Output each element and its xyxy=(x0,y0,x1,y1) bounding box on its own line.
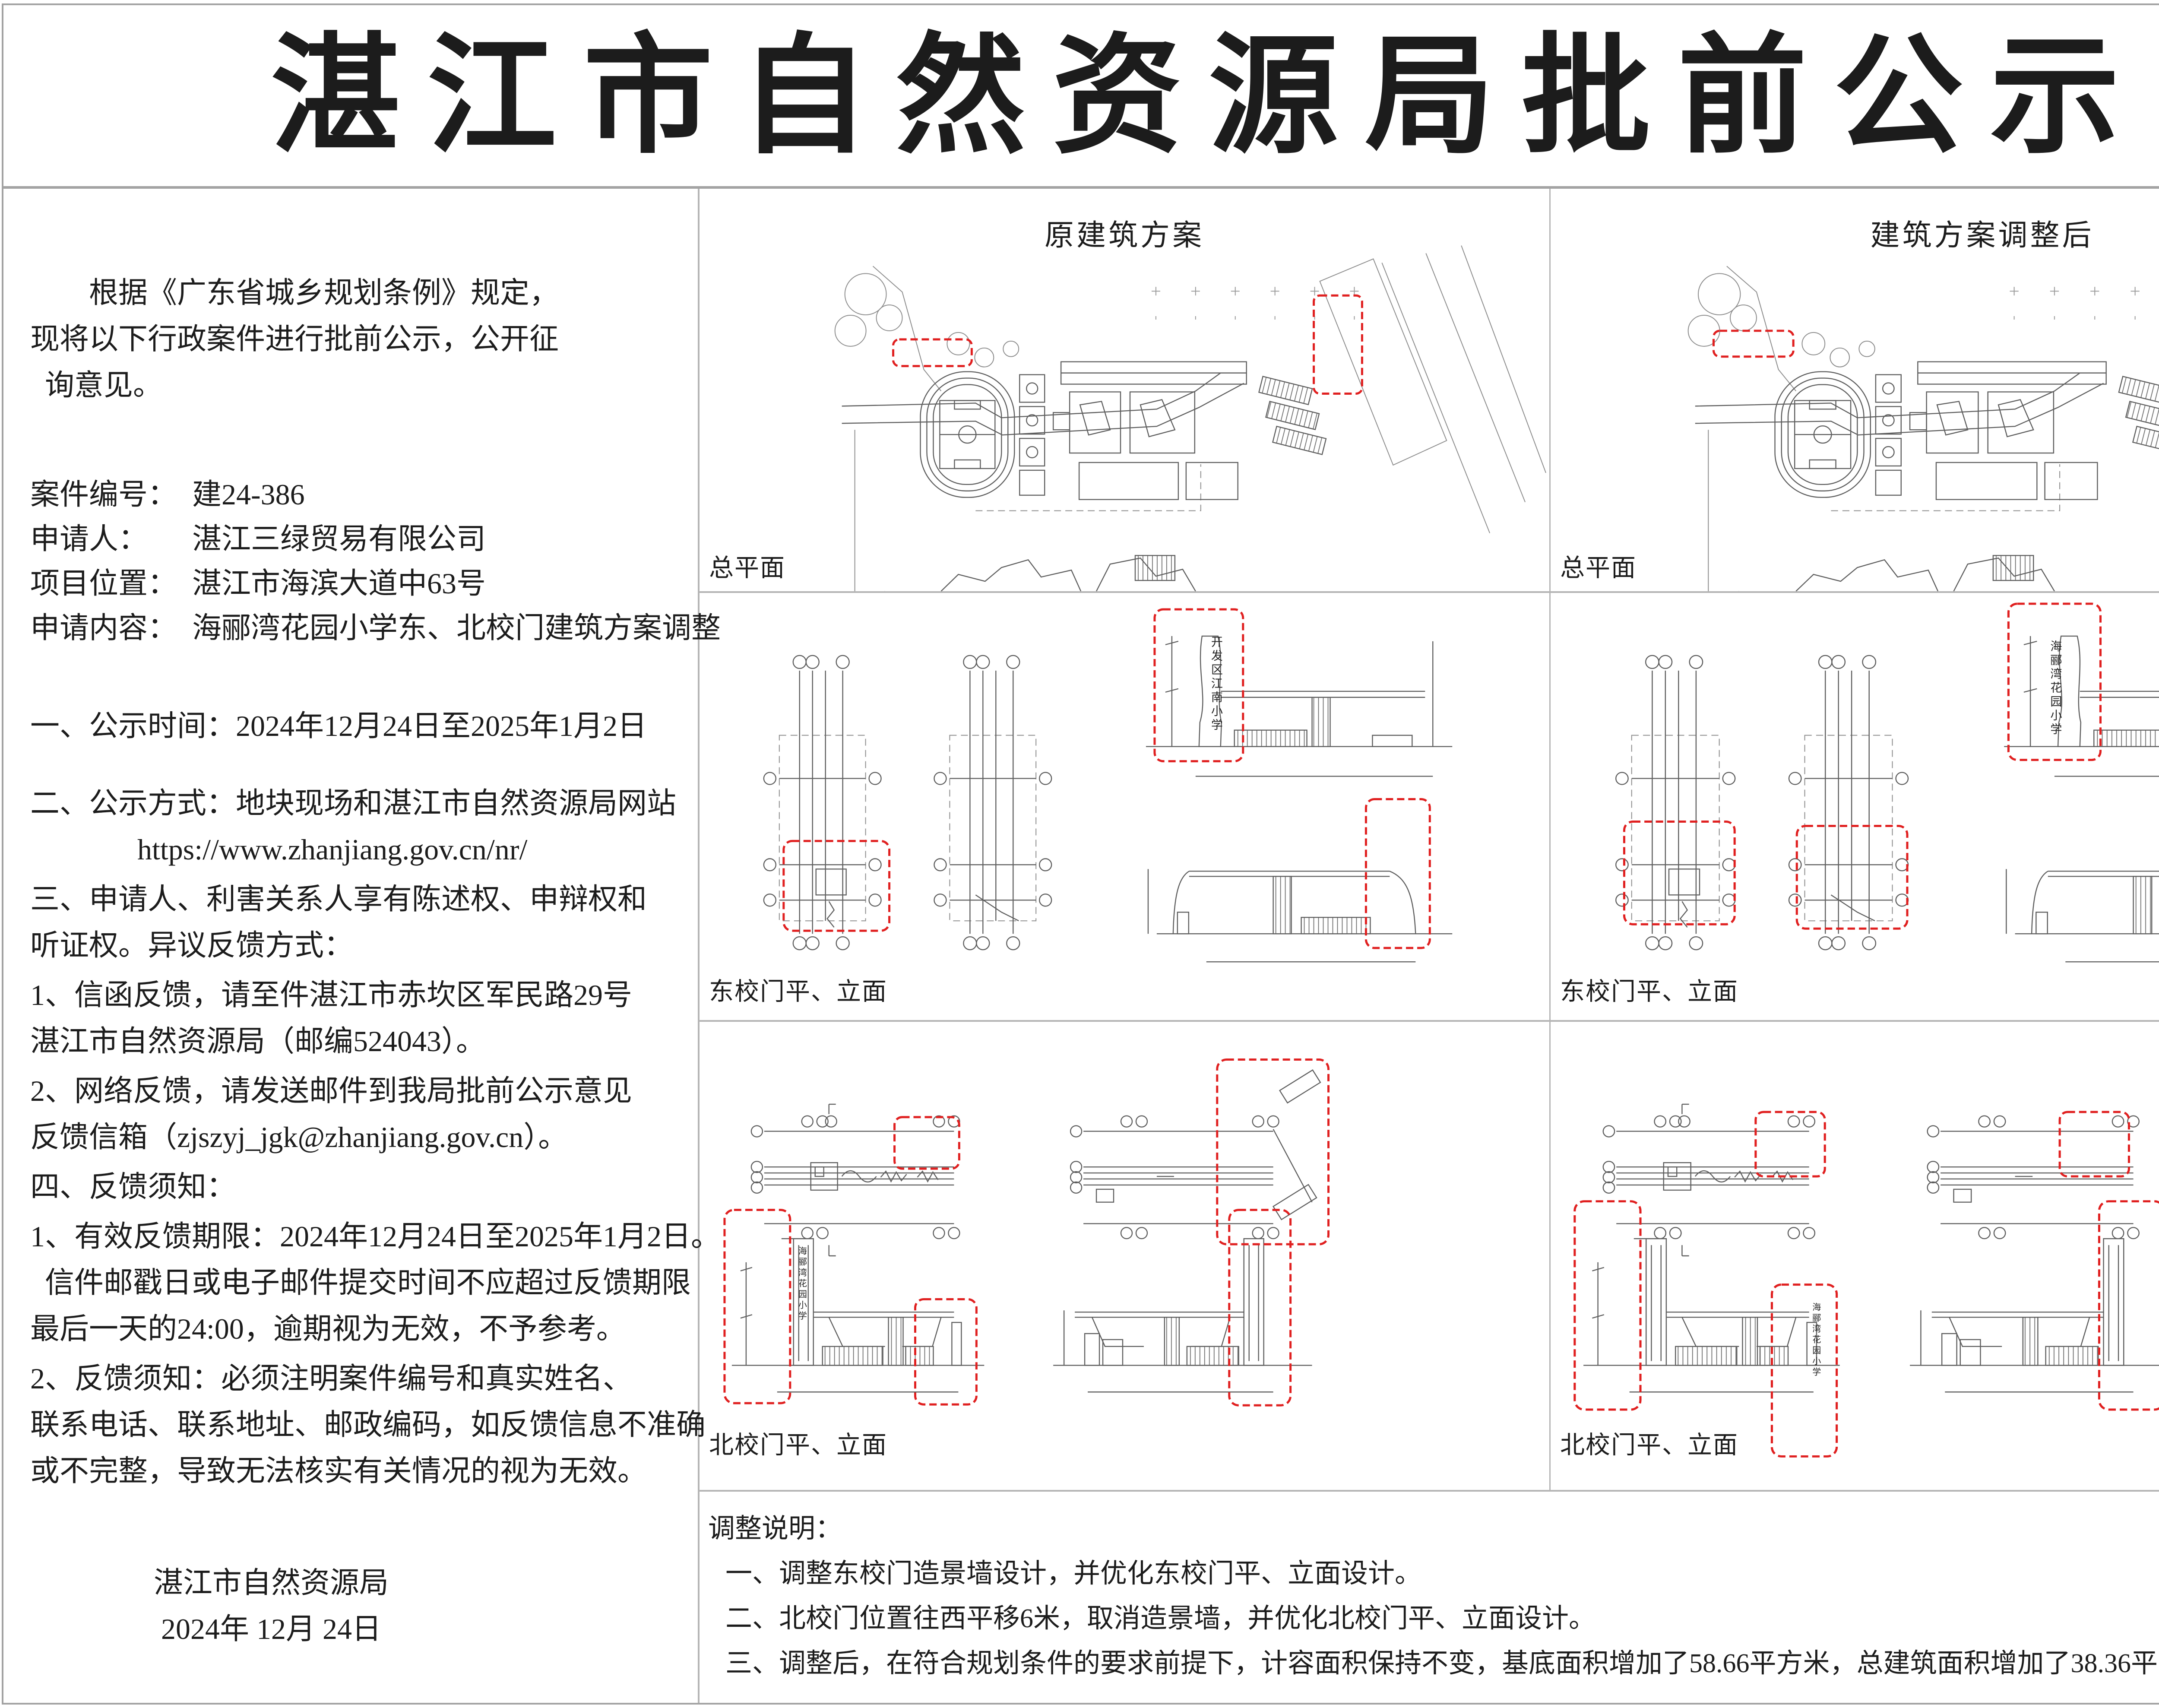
intro-line: 根据《广东省城乡规划条例》规定， xyxy=(89,276,559,309)
red-highlight xyxy=(1754,1111,1826,1178)
red-highlight xyxy=(893,1116,960,1170)
section-line: 1、有效反馈期限：2024年12月24日至2025年1月2日。 xyxy=(30,1220,721,1253)
field-value: 湛江市海滨大道中63号 xyxy=(192,567,486,600)
section-line: 2、网络反馈，请发送邮件到我局批前公示意见 xyxy=(30,1074,633,1107)
notes-item: 二、北校门位置往西平移6米，取消造景墙，并优化北校门平、立面设计。 xyxy=(725,1604,1596,1633)
section-line: 信件邮戳日或电子邮件提交时间不应超过反馈期限 xyxy=(45,1266,691,1299)
section-line: 听证权。异议反馈方式： xyxy=(30,929,354,962)
title-band: 湛江市自然资源局批前公示 xyxy=(3,5,2159,189)
column-header-adjusted: 建筑方案调整后 xyxy=(1870,219,2094,252)
gate-sign-text: 开发区江南小学 xyxy=(1209,635,1222,732)
field-value: 湛江三绿贸易有限公司 xyxy=(192,523,486,555)
panel-site-plan-original: 原建筑方案 总平面 xyxy=(700,189,1551,593)
page-border: 湛江市自然资源局批前公示 根据《广东省城乡规划条例》规定， 现将以下行政案件进行… xyxy=(2,3,2159,1705)
panel-east-gate-adjusted: 海郦湾花园小学 东校门平、立面 xyxy=(1551,593,2159,1022)
intro-line: 询意见。 xyxy=(45,369,163,402)
issuing-authority: 湛江市自然资源局 xyxy=(153,1566,389,1599)
red-highlight xyxy=(1228,1209,1292,1407)
notes-title: 调整说明： xyxy=(708,1514,842,1543)
panel-caption: 总平面 xyxy=(709,555,785,582)
red-highlight xyxy=(1573,1200,1642,1411)
panel-site-plan-adjusted: 建筑方案调整后 总平面 xyxy=(1551,189,2159,593)
north-gate-drawing xyxy=(1573,1022,2159,1458)
field-row-content: 申请内容： 海郦湾花园小学东、北校门建筑方案调整 xyxy=(30,606,721,650)
section-line: 2、反馈须知：必须注明案件编号和真实姓名、 xyxy=(30,1362,633,1395)
field-label: 项目位置： xyxy=(30,567,177,600)
field-label: 案件编号： xyxy=(30,478,177,511)
section-publicity-method: 二、公示方式：地块现场和湛江市自然资源局网站 https://www.zhanj… xyxy=(30,780,693,873)
red-highlight xyxy=(782,840,891,932)
red-highlight xyxy=(1216,1058,1330,1245)
panel-caption: 东校门平、立面 xyxy=(709,978,887,1005)
panel-caption: 北校门平、立面 xyxy=(709,1432,887,1459)
gate-sign-text: 海郦湾花园小学 xyxy=(797,1246,807,1322)
section-feedback-requirements: 2、反馈须知：必须注明案件编号和真实姓名、 联系电话、联系地址、邮政编码，如反馈… xyxy=(30,1356,706,1494)
section-feedback-deadline: 1、有效反馈期限：2024年12月24日至2025年1月2日。 信件邮戳日或电子… xyxy=(30,1214,721,1352)
field-label: 申请内容： xyxy=(30,612,177,644)
field-value: 海郦湾花园小学东、北校门建筑方案调整 xyxy=(192,612,721,644)
case-fields: 案件编号： 建24-386 申请人： 湛江三绿贸易有限公司 项目位置： 湛江市海… xyxy=(30,472,721,650)
drawings-area: 原建筑方案 总平面 建筑方案调整后 总平面 xyxy=(700,189,2159,1703)
notes-item: 三、调整后，在符合规划条件的要求前提下，计容面积保持不变，基底面积增加了58.6… xyxy=(725,1649,2159,1678)
issue-date: 2024年 12月 24日 xyxy=(161,1613,381,1645)
east-gate-drawing xyxy=(1551,602,2159,1020)
section-online-feedback: 2、网络反馈，请发送邮件到我局批前公示意见 反馈信箱（zjszyj_jgk@zh… xyxy=(30,1068,693,1160)
red-highlight xyxy=(1795,824,1909,930)
panel-north-gate-adjusted: 海郦湾花园小学 北校门平、立面 xyxy=(1551,1022,2159,1492)
section-line: 最后一天的24:00，逾期视为无效，不予参考。 xyxy=(30,1312,626,1345)
section-line: 1、信函反馈，请至件湛江市赤坎区军民路29号 xyxy=(30,979,633,1011)
field-row-location: 项目位置： 湛江市海滨大道中63号 xyxy=(30,561,693,606)
adjustment-notes: 调整说明： 一、调整东校门造景墙设计，并优化东校门平、立面设计。 二、北校门位置… xyxy=(700,1492,2159,1703)
intro-line: 现将以下行政案件进行批前公示，公开征 xyxy=(30,323,559,355)
red-highlight xyxy=(723,1209,791,1404)
section-rights: 三、申请人、利害关系人享有陈述权、申辩权和 听证权。异议反馈方式： xyxy=(30,876,693,969)
east-gate-drawing xyxy=(700,608,1549,1020)
red-highlight xyxy=(892,338,973,368)
field-value: 建24-386 xyxy=(192,478,305,511)
red-highlight xyxy=(1623,820,1736,925)
section-line: 湛江市自然资源局（邮编524043）。 xyxy=(30,1025,486,1058)
panel-caption: 总平面 xyxy=(1560,555,1637,582)
red-highlight xyxy=(1153,608,1244,763)
field-label: 申请人： xyxy=(30,523,148,555)
site-plan-drawing xyxy=(700,189,1549,591)
content: 根据《广东省城乡规划条例》规定， 现将以下行政案件进行批前公示，公开征 询意见。… xyxy=(3,189,2159,1703)
section-mail-feedback: 1、信函反馈，请至件湛江市赤坎区军民路29号 湛江市自然资源局（邮编524043… xyxy=(30,972,693,1065)
section-line: 或不完整，导致无法核实有关情况的视为无效。 xyxy=(30,1454,647,1487)
signature-block: 湛江市自然资源局 2024年 12月 24日 xyxy=(30,1560,693,1652)
notice-text-column: 根据《广东省城乡规划条例》规定， 现将以下行政案件进行批前公示，公开征 询意见。… xyxy=(3,189,721,1703)
gate-sign-text: 海郦湾花园小学 xyxy=(2048,640,2062,737)
red-highlight xyxy=(914,1298,978,1406)
section-line: 二、公示方式：地块现场和湛江市自然资源局网站 xyxy=(30,787,677,820)
red-highlight xyxy=(1364,798,1431,949)
panel-caption: 东校门平、立面 xyxy=(1560,978,1738,1005)
north-gate-drawing xyxy=(723,1058,1330,1407)
section-line: 三、申请人、利害关系人享有陈述权、申辩权和 xyxy=(30,883,647,916)
panel-caption: 北校门平、立面 xyxy=(1560,1432,1738,1459)
gate-sign-text: 海郦湾花园小学 xyxy=(1811,1302,1820,1378)
column-header-original: 原建筑方案 xyxy=(1044,219,1204,252)
notice-url: https://www.zhanjiang.gov.cn/nr/ xyxy=(137,833,528,866)
section-line: 一、公示时间：2024年12月24日至2025年1月2日 xyxy=(30,710,647,742)
red-highlight xyxy=(2007,602,2102,761)
section-line: 联系电话、联系地址、邮政编码，如反馈信息不准确 xyxy=(30,1408,706,1441)
red-highlight xyxy=(1712,330,1795,358)
red-highlight xyxy=(2098,1200,2159,1411)
field-row-applicant: 申请人： 湛江三绿贸易有限公司 xyxy=(30,517,693,561)
red-highlight xyxy=(2058,1111,2130,1178)
red-highlight xyxy=(1770,1283,1838,1458)
feedback-email-line: 反馈信箱（zjszyj_jgk@zhanjiang.gov.cn）。 xyxy=(30,1121,568,1153)
section-line: 四、反馈须知： xyxy=(30,1170,236,1203)
field-row-case-number: 案件编号： 建24-386 xyxy=(30,472,693,517)
panel-east-gate-original: 开发区江南小学 东校门平、立面 xyxy=(700,593,1551,1022)
notes-item: 一、调整东校门造景墙设计，并优化东校门平、立面设计。 xyxy=(725,1559,1422,1588)
site-plan-drawing xyxy=(1551,189,2159,591)
red-highlight xyxy=(1313,294,1363,395)
page-title: 湛江市自然资源局批前公示 xyxy=(271,25,2146,169)
panel-north-gate-original: 海郦湾花园小学 北校门平、立面 xyxy=(700,1022,1551,1492)
